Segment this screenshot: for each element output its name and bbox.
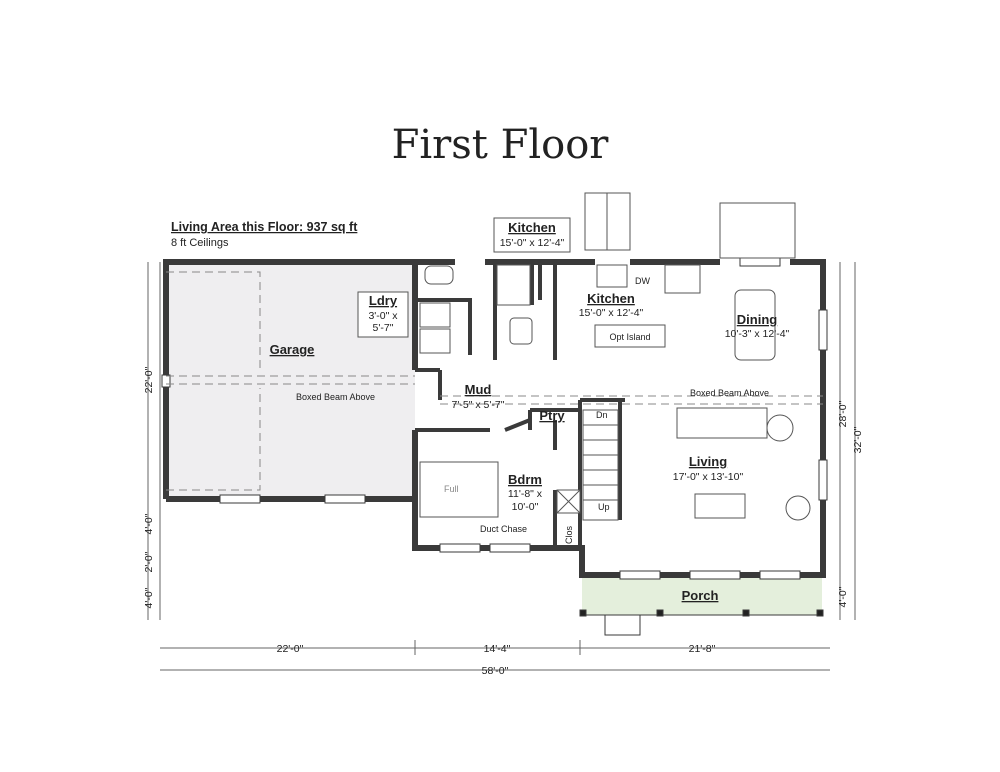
- dim-bottom-21: 21'-8": [689, 643, 716, 655]
- bdrm-dims-2: 10'-0": [512, 501, 539, 513]
- garage-name: Garage: [270, 342, 315, 357]
- kitchen-callout-name: Kitchen: [508, 220, 556, 235]
- porch-floor: [582, 575, 822, 615]
- stairs-up-label: Up: [598, 502, 610, 512]
- kitchen-callout-dims: 15'-0" x 12'-4": [500, 237, 565, 249]
- dimension-lines: [147, 262, 856, 671]
- ldry-name: Ldry: [369, 293, 398, 308]
- garage-parking-lines: [166, 271, 261, 491]
- dim-left-2: 2'-0": [143, 551, 155, 572]
- ldry-dims-1: 3'-0" x: [368, 310, 398, 322]
- ceilings-label: 8 ft Ceilings: [171, 237, 229, 249]
- opt-island-label: Opt Island: [609, 332, 650, 342]
- dw-label: DW: [635, 276, 650, 286]
- living-dims: 17'-0" x 13'-10": [673, 471, 744, 483]
- duct-chase-label: Duct Chase: [480, 524, 527, 534]
- clos-name: Clos: [564, 526, 574, 545]
- mud-name: Mud: [465, 382, 492, 397]
- exterior-walls: [163, 259, 826, 578]
- ldry-dims-2: 5'-7": [373, 322, 394, 334]
- kitchen-callout-box: [493, 217, 571, 253]
- mud-dims: 7'-5" x 5'-7": [452, 399, 505, 411]
- living-area-label: Living Area this Floor: 937 sq ft: [171, 220, 358, 234]
- full-bed-label: Full: [444, 484, 459, 494]
- interior-walls: [415, 262, 625, 548]
- bdrm-dims-1: 11'-8" x: [508, 488, 543, 500]
- boxed-beam-living-label: Boxed Beam Above: [690, 388, 769, 398]
- bdrm-name: Bdrm: [508, 472, 542, 487]
- kitchen-dims: 15'-0" x 12'-4": [579, 307, 644, 319]
- porch-name: Porch: [682, 588, 719, 603]
- kitchen-name: Kitchen: [587, 291, 635, 306]
- porch-step: [604, 614, 641, 636]
- dim-left-4b: 4'-0": [143, 587, 155, 608]
- boxed-beams: [166, 375, 823, 405]
- deck-box: [719, 202, 796, 259]
- fixtures: [419, 264, 811, 521]
- dim-left-22: 22'-0": [143, 366, 155, 393]
- dim-right-4: 4'-0": [837, 586, 849, 607]
- stairs-dn-label: Dn: [596, 410, 608, 420]
- plan-title: First Floor: [392, 122, 610, 168]
- ptry-name: Ptry: [539, 408, 565, 423]
- dim-right-32: 32'-0": [852, 426, 864, 453]
- dim-left-4a: 4'-0": [143, 513, 155, 534]
- dining-dims: 10'-3" x 12'-4": [725, 328, 790, 340]
- dim-bottom-14: 14'-4": [484, 643, 511, 655]
- dim-right-28: 28'-0": [837, 400, 849, 427]
- windows: [161, 257, 828, 580]
- dim-bottom-22: 22'-0": [277, 643, 304, 655]
- dining-name: Dining: [737, 312, 777, 327]
- boxed-beam-garage-label: Boxed Beam Above: [296, 392, 375, 402]
- ldry-box: [357, 291, 409, 338]
- dim-bottom-total: 58'-0": [482, 665, 509, 677]
- living-name: Living: [689, 454, 727, 469]
- stairs: [582, 409, 619, 521]
